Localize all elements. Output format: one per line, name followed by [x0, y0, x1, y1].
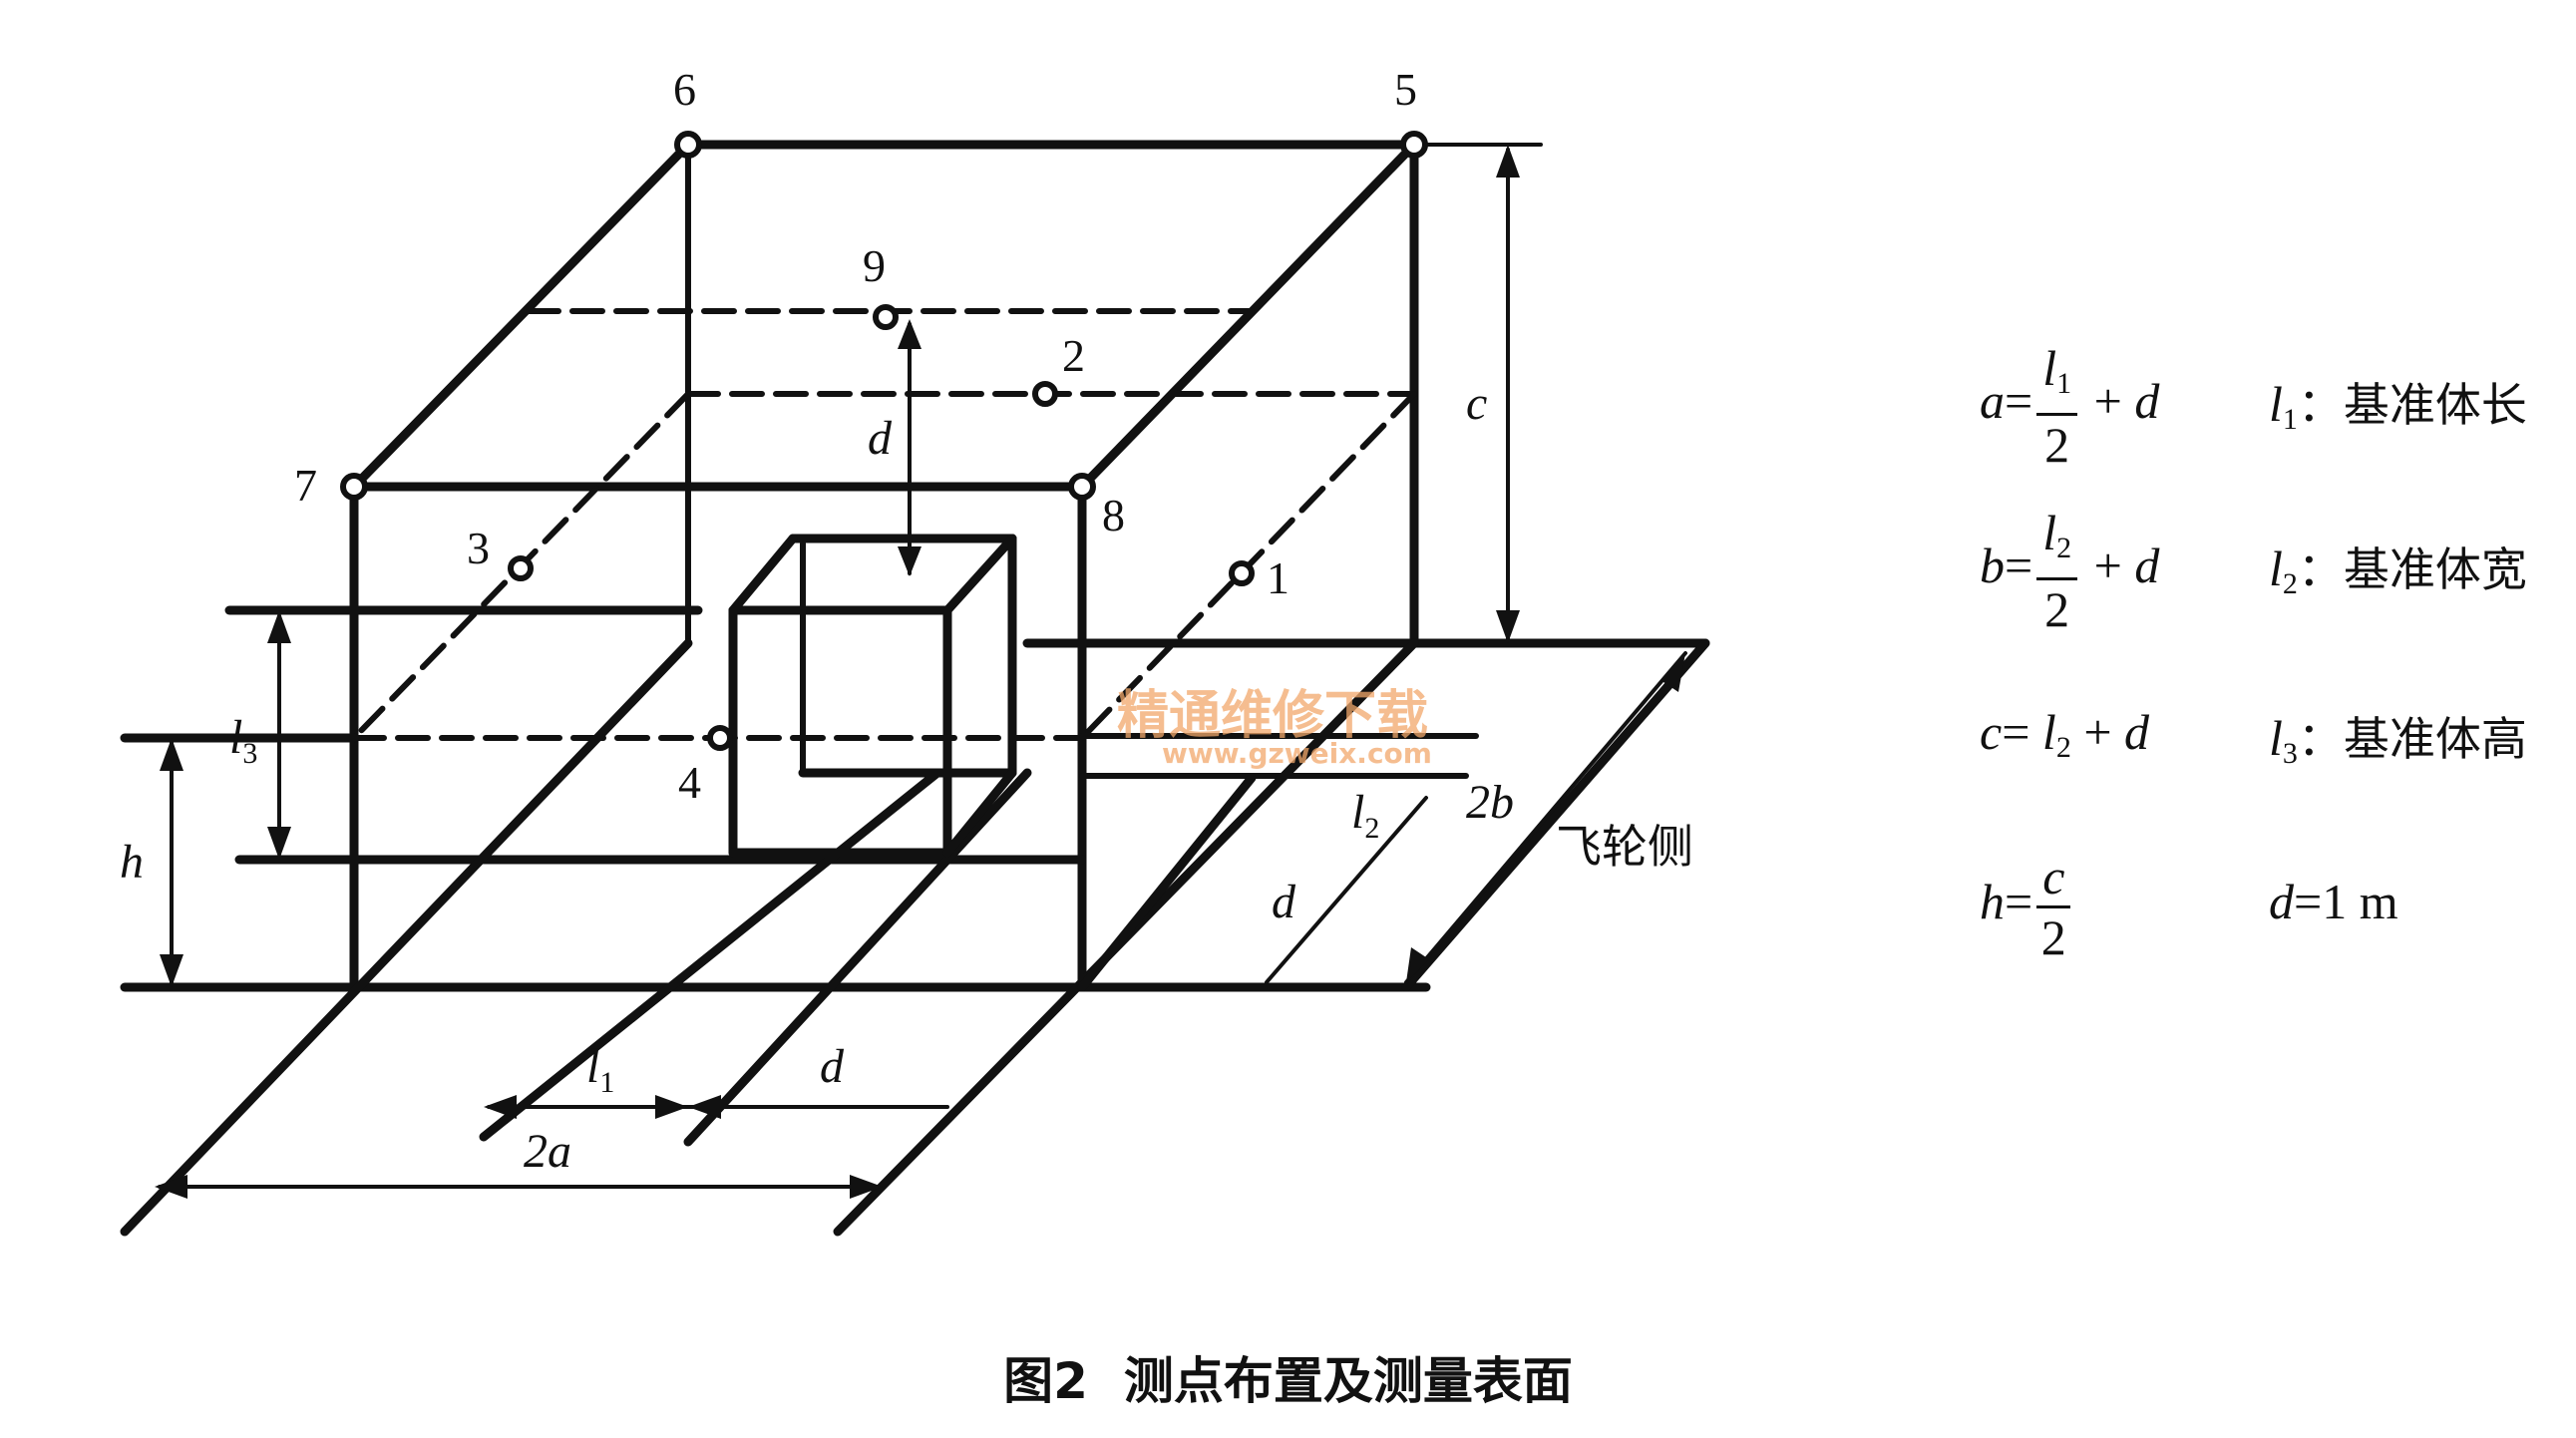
legend-l1-var: l	[2269, 376, 2283, 432]
point-label-8: 8	[1102, 490, 1125, 540]
floor-plane	[120, 605, 1710, 1237]
formula-a: a=l1 2 + d	[1980, 339, 2159, 474]
point-label-9: 9	[863, 240, 886, 291]
watermark-text: 精通维修下载	[1117, 686, 1428, 746]
point-label-6: 6	[673, 64, 696, 115]
legend-d: d=1 m	[2269, 873, 2398, 930]
dimension-labels: c d l3 h l2 2b d l1 d 2a	[120, 377, 1514, 1178]
measurement-point-4	[707, 725, 733, 751]
formula-b-num-sub: 2	[2056, 532, 2072, 564]
measurement-point-9	[873, 304, 899, 330]
legend-l2-var: l	[2269, 540, 2283, 596]
point-label-7: 7	[294, 460, 317, 511]
formula-b-op: +	[2093, 537, 2122, 593]
dim-label-d-side: d	[1272, 876, 1296, 928]
watermark-url: www.gzweix.com	[1162, 737, 1432, 770]
measurement-point-3	[508, 555, 534, 581]
reference-body	[728, 534, 1017, 858]
formula-h-eq: =	[2005, 873, 2033, 929]
legend-l3-sub: 3	[2282, 737, 2298, 770]
dim-label-d-front: d	[820, 1040, 845, 1093]
formula-a-num: l	[2042, 340, 2057, 396]
dim-label-l1: l1	[586, 1040, 614, 1099]
point-label-3: 3	[467, 523, 490, 573]
legend-l1-text: ：基准体长	[2297, 378, 2527, 432]
legend-l2-sub: 2	[2282, 567, 2298, 600]
dim-label-2a: 2a	[524, 1125, 571, 1178]
formula-b-lhs: b	[1980, 537, 2005, 593]
legend-l3: l3：基准体高	[2269, 703, 2527, 771]
formula-b-den: 2	[2044, 581, 2070, 637]
point-labels: 1 2 3 4 5 6 7 8 9	[294, 64, 1417, 808]
figure-number: 图2	[1003, 1352, 1088, 1410]
formula-a-den: 2	[2044, 417, 2070, 473]
formula-a-lhs: a	[1980, 372, 2005, 429]
legend-d-text: =1 m	[2294, 874, 2398, 929]
legend-l3-text: ：基准体高	[2297, 712, 2527, 766]
measurement-point-2	[1032, 381, 1058, 407]
dim-label-l2: l2	[1351, 786, 1379, 845]
point-label-5: 5	[1394, 64, 1417, 115]
dim-label-h: h	[120, 836, 144, 889]
measurement-points	[340, 131, 1428, 751]
formula-a-fraction: l1 2	[2036, 339, 2078, 474]
legend-d-var: d	[2269, 874, 2294, 929]
figure-caption: 图2 测点布置及测量表面	[0, 1341, 2576, 1413]
legend-l3-var: l	[2269, 710, 2283, 766]
formula-c-eq: =	[2002, 704, 2030, 760]
point-label-4: 4	[678, 757, 701, 808]
dim-label-d-vertical: d	[868, 412, 893, 465]
formula-h-num: c	[2036, 848, 2071, 908]
formula-c-term-sub: 2	[2055, 731, 2071, 764]
dim-label-l3: l3	[229, 711, 257, 770]
dim-label-c: c	[1466, 377, 1487, 430]
figure-title: 测点布置及测量表面	[1123, 1352, 1573, 1410]
measurement-point-5	[1400, 131, 1428, 159]
formula-c-op: +	[2083, 704, 2112, 760]
legend-l1: l1：基准体长	[2269, 369, 2527, 437]
formula-b-var: d	[2134, 537, 2160, 593]
watermark: 精通维修下载 www.gzweix.com	[1117, 686, 1432, 770]
formula-c: c= l2 + d	[1980, 703, 2149, 765]
dimension-lines	[155, 143, 1687, 1199]
formula-c-lhs: c	[1980, 704, 2003, 760]
formula-h-lhs: h	[1980, 873, 2005, 929]
dim-label-2b: 2b	[1466, 776, 1514, 829]
legend-l1-sub: 1	[2282, 403, 2298, 436]
formula-a-eq: =	[2005, 372, 2033, 429]
measurement-point-1	[1229, 560, 1255, 586]
measurement-point-8	[1068, 473, 1096, 501]
point-label-1: 1	[1267, 552, 1289, 603]
formula-b-num: l	[2042, 505, 2057, 560]
formula-b-eq: =	[2005, 537, 2033, 593]
measurement-point-7	[340, 473, 368, 501]
formula-c-var: d	[2124, 704, 2150, 760]
measurement-point-6	[674, 131, 702, 159]
mid-height-loop	[351, 308, 1417, 741]
formula-a-num-sub: 1	[2056, 367, 2072, 400]
formula-a-var: d	[2134, 372, 2160, 429]
point-label-2: 2	[1062, 330, 1085, 381]
legend-l2: l2：基准体宽	[2269, 534, 2527, 601]
legend-l2-text: ：基准体宽	[2297, 542, 2527, 596]
formula-c-term: l	[2041, 704, 2056, 760]
flywheel-side-label: 飞轮侧	[1556, 820, 1693, 874]
formula-h-den: 2	[2040, 909, 2066, 965]
formula-a-op: +	[2093, 372, 2122, 429]
